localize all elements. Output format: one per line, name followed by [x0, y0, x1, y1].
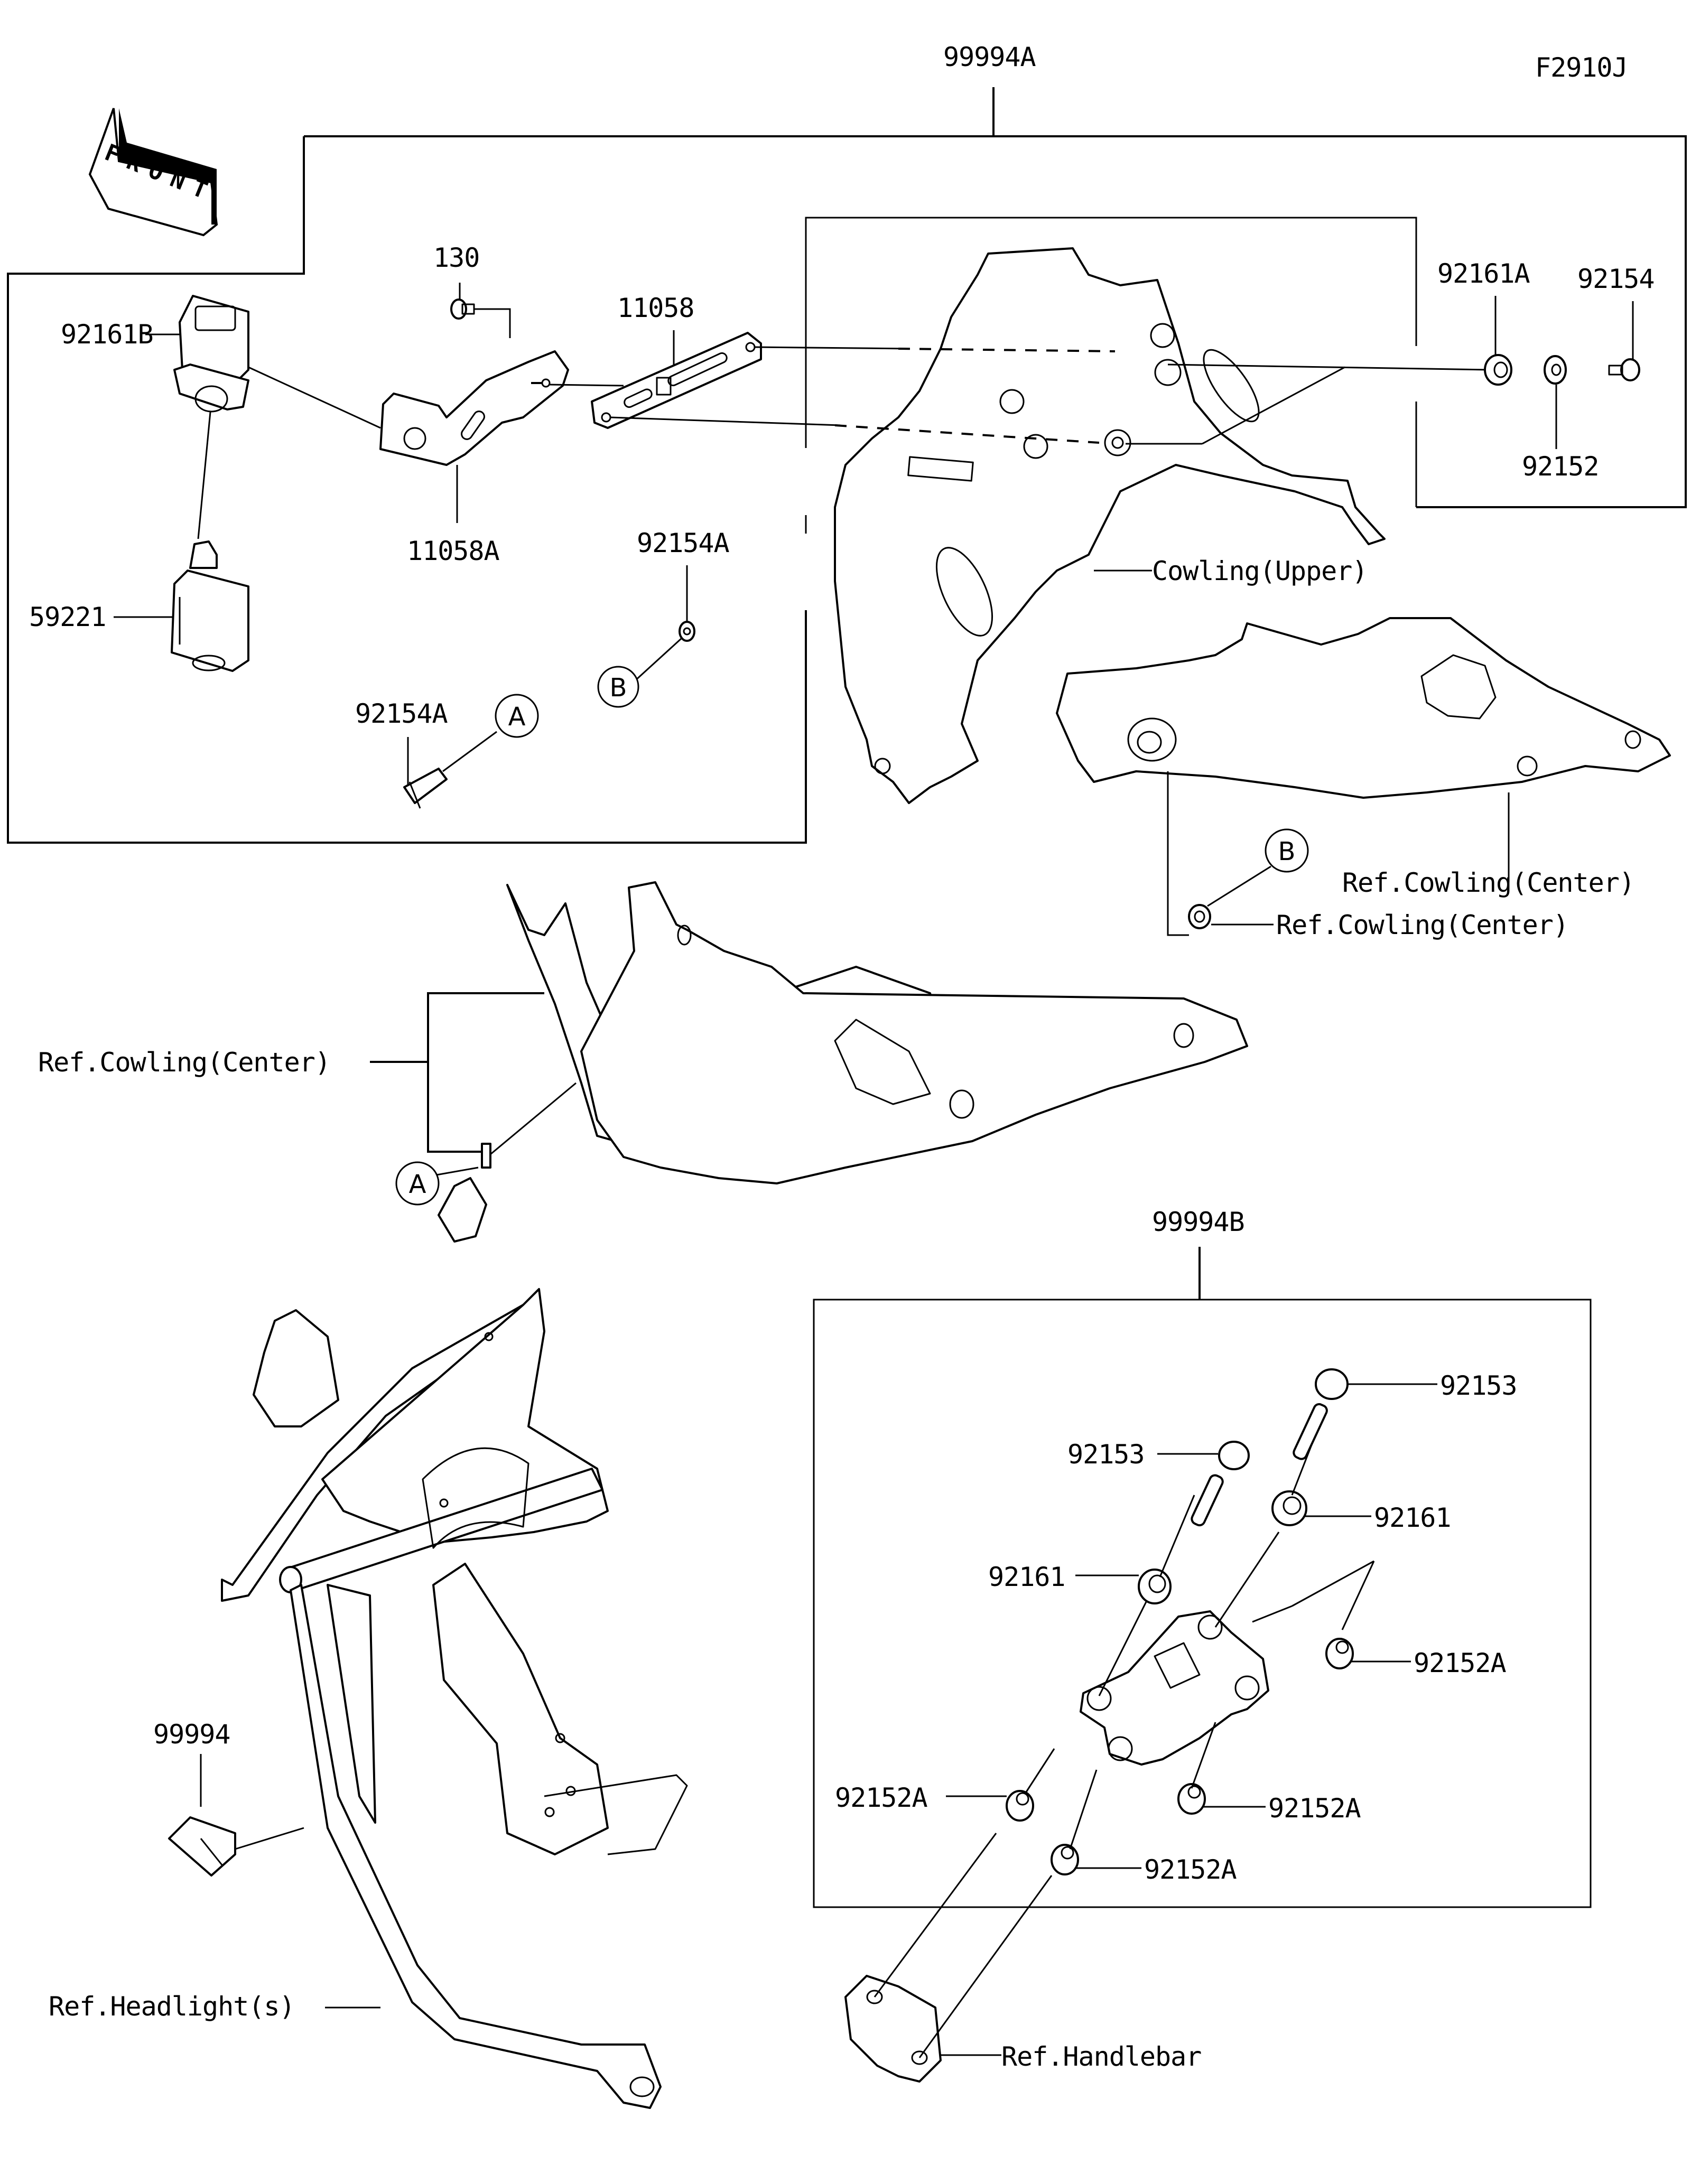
callout-a-2: A — [395, 1161, 440, 1206]
svg-text:A: A — [508, 702, 526, 732]
callout-b-1: B — [597, 666, 639, 708]
nut-92152A-1-icon — [1325, 1638, 1354, 1669]
part-label-92161-1: 92161 — [988, 1562, 1065, 1592]
screw-130-icon — [450, 298, 475, 320]
callout-a-1: A — [495, 694, 539, 738]
front-arrow-icon: FRONT — [88, 108, 220, 237]
handlebar-bracket — [1080, 1610, 1269, 1766]
rubber-cap-92161B — [173, 295, 249, 413]
ref-cowling-center-2: Ref.Cowling(Center) — [1276, 910, 1568, 940]
part-label-92152A-3: 92152A — [1268, 1793, 1361, 1824]
headlight-frame — [221, 1177, 688, 2109]
ref-cowling-upper: Cowling(Upper) — [1152, 556, 1367, 586]
part-label-92153-2: 92153 — [1440, 1370, 1517, 1401]
nut-92152A-4-icon — [1051, 1844, 1079, 1875]
part-label-92154A-b: 92154A — [637, 528, 730, 558]
bolt-92153-2-icon — [1293, 1368, 1349, 1460]
group-box-99994A — [304, 135, 1687, 508]
relay-unit-59221 — [171, 540, 249, 672]
part-label-92152A-1: 92152A — [1414, 1648, 1507, 1678]
washer-92152-icon — [1544, 355, 1567, 385]
svg-text:B: B — [1278, 837, 1296, 866]
handlebar-clamp — [844, 1975, 942, 2083]
part-label-92152: 92152 — [1522, 451, 1599, 482]
group-label-99994A: 99994A — [943, 42, 1036, 72]
nut-cowling-center-icon — [1188, 904, 1211, 929]
ref-handlebar: Ref.Handlebar — [1001, 2041, 1201, 2072]
part-label-59221: 59221 — [29, 602, 106, 632]
grommet-92161A-icon — [1484, 354, 1512, 386]
part-label-92152A-2: 92152A — [835, 1782, 928, 1813]
clip-icon — [481, 1143, 491, 1169]
grommet-92161-2-icon — [1271, 1490, 1307, 1526]
part-label-11058: 11058 — [617, 293, 694, 323]
part-label-92161-2: 92161 — [1374, 1502, 1451, 1533]
part-label-92161B: 92161B — [61, 319, 153, 350]
cowling-center-middle — [506, 881, 1248, 1184]
screw-92154-icon — [1608, 358, 1640, 381]
ref-cowling-center-1: Ref.Cowling(Center) — [1342, 867, 1634, 898]
group-box-99994B — [813, 1299, 1592, 1908]
grommet-92161-1-icon — [1138, 1569, 1172, 1604]
svg-text:B: B — [610, 673, 627, 703]
part-label-92153-1: 92153 — [1067, 1439, 1145, 1470]
plate-11058 — [591, 332, 762, 429]
part-label-130: 130 — [433, 242, 479, 273]
nut-92154A-icon — [679, 621, 695, 642]
part-label-92154A-a: 92154A — [355, 698, 448, 729]
group-label-99994B: 99994B — [1152, 1207, 1244, 1237]
bracket-11058A — [379, 350, 569, 466]
part-label-92161A: 92161A — [1437, 258, 1530, 289]
figure-code: F2910J — [1535, 52, 1628, 83]
bolt-92153-1-icon — [1191, 1441, 1250, 1527]
callout-b-2: B — [1265, 828, 1309, 873]
svg-text:A: A — [409, 1170, 426, 1199]
ref-cowling-center-3: Ref.Cowling(Center) — [38, 1047, 330, 1078]
ref-headlights: Ref.Headlight(s) — [49, 1991, 295, 2022]
part-label-92152A-4: 92152A — [1144, 1854, 1237, 1885]
part-label-99994: 99994 — [153, 1719, 230, 1750]
screw-92154A-icon — [403, 768, 448, 809]
nut-92152A-3-icon — [1177, 1783, 1206, 1815]
part-label-92154: 92154 — [1577, 264, 1655, 294]
part-label-11058A: 11058A — [407, 536, 500, 566]
reflector-99994-icon — [168, 1816, 236, 1877]
cowling-center-right — [1056, 617, 1671, 799]
cowling-upper — [834, 247, 1386, 804]
nut-92152A-2-icon — [1006, 1790, 1034, 1822]
